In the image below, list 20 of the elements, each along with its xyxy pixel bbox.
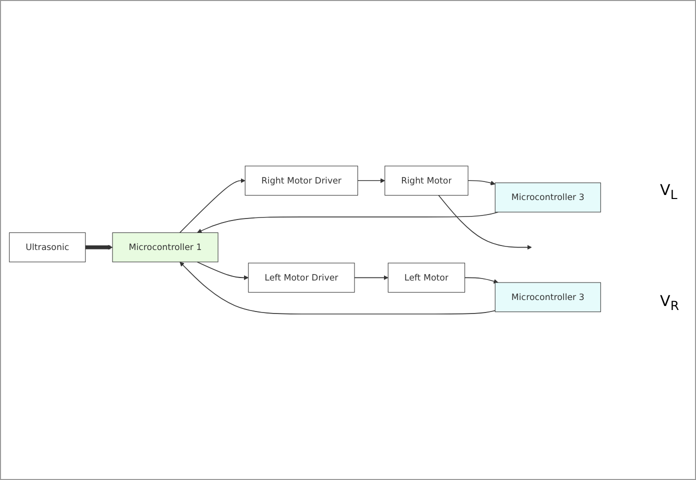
node-box: Microcontroller 1: [112, 232, 218, 262]
arrow: [354, 275, 388, 280]
node-box: Microcontroller 3: [494, 182, 601, 212]
node-box: Ultrasonic: [9, 232, 86, 262]
node-box: Left Motor Driver: [248, 262, 355, 293]
arrow: [85, 244, 113, 250]
arrow: [357, 178, 386, 184]
arrow: [179, 178, 246, 234]
arrow: [468, 180, 496, 186]
node-box: Left Motor: [388, 262, 466, 293]
node-box: Right Motor: [384, 166, 468, 196]
arrow: [180, 262, 496, 314]
voltage-label: V$_{L}$: [660, 181, 678, 202]
arrow: [438, 194, 532, 250]
voltage-label: V$_{R}$: [660, 292, 679, 313]
node-box: Right Motor Driver: [244, 166, 358, 196]
arrow: [196, 262, 249, 280]
node-box: Microcontroller 3: [494, 282, 601, 312]
arrow: [197, 212, 499, 234]
arrow: [464, 277, 498, 284]
